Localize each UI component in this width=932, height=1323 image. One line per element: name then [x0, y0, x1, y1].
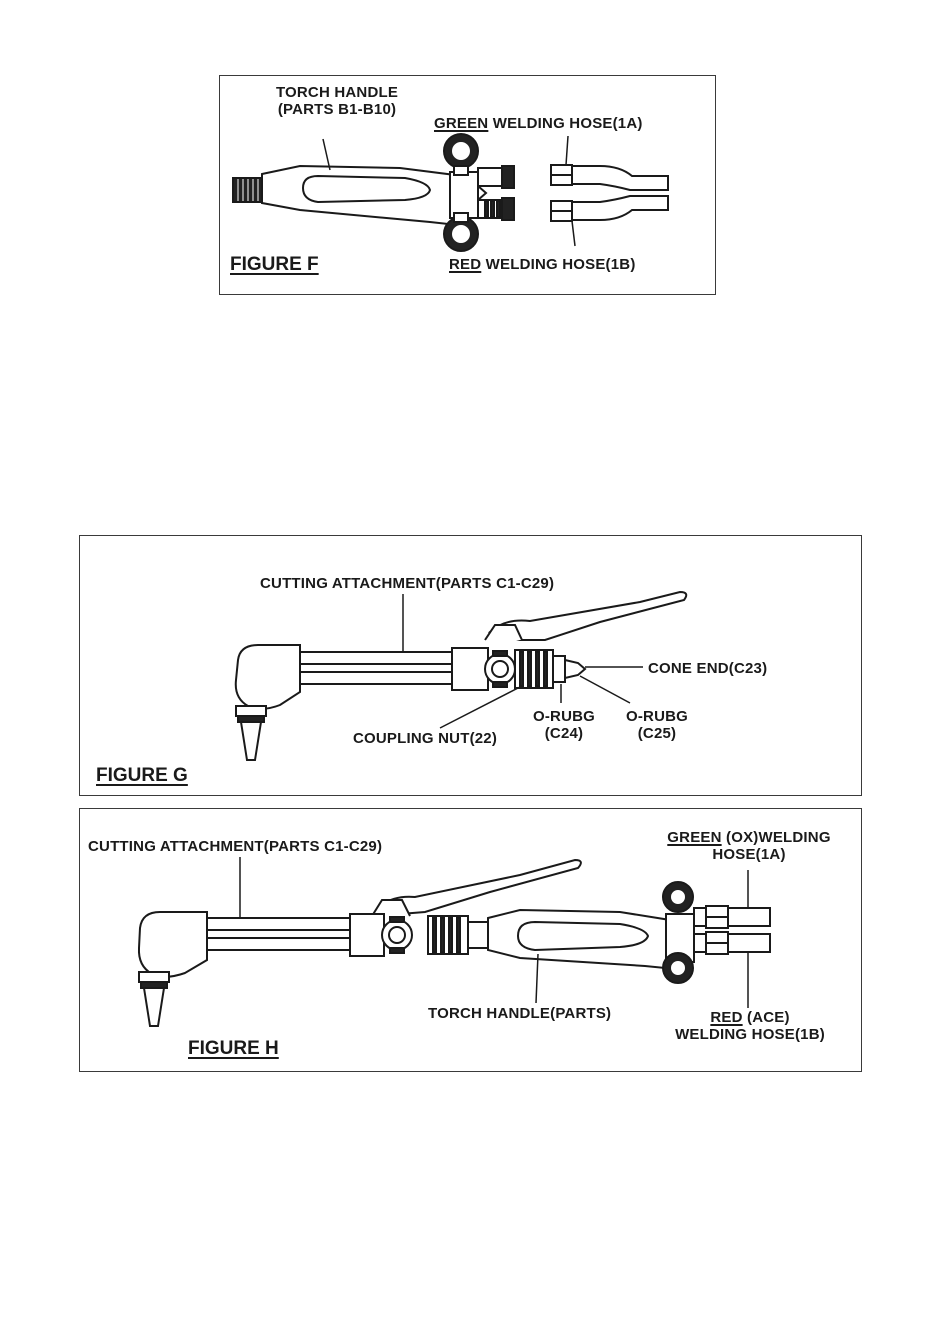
- h-green-line2: HOSE(1A): [644, 846, 854, 863]
- h-torch-handle-label: TORCH HANDLE(PARTS): [428, 1005, 611, 1022]
- h-red-hose-label: RED (ACE) WELDING HOSE(1B): [645, 1009, 855, 1043]
- figure-h-title: FIGURE H: [188, 1038, 279, 1060]
- h-tube-middle: [207, 930, 350, 938]
- h-leader-handle: [536, 954, 538, 1003]
- h-attachment-block: [350, 914, 384, 956]
- h-green-hose-label: GREEN (OX)WELDING HOSE(1A): [644, 829, 854, 863]
- h-head: [139, 912, 207, 977]
- h-red-rest: (ACE): [743, 1009, 790, 1026]
- h-red-line1: RED (ACE): [645, 1009, 855, 1026]
- h-green-hose: [728, 908, 770, 926]
- figure-h-assembly: [139, 860, 770, 1026]
- h-cutting-attachment-label: CUTTING ATTACHMENT(PARTS C1-C29): [88, 838, 382, 855]
- h-red-word: RED: [710, 1009, 742, 1026]
- h-nozzle-tip: [144, 988, 164, 1026]
- h-green-rest: (OX)WELDING: [722, 829, 831, 846]
- h-green-word: GREEN: [667, 829, 721, 846]
- h-tube-upper: [207, 918, 350, 930]
- h-red-hose: [728, 934, 770, 952]
- h-tube-lower: [207, 938, 350, 950]
- h-green-line1: GREEN (OX)WELDING: [644, 829, 854, 846]
- h-handle-grip: [518, 922, 648, 950]
- h-lever: [378, 860, 581, 914]
- h-red-line2: WELDING HOSE(1B): [645, 1026, 855, 1043]
